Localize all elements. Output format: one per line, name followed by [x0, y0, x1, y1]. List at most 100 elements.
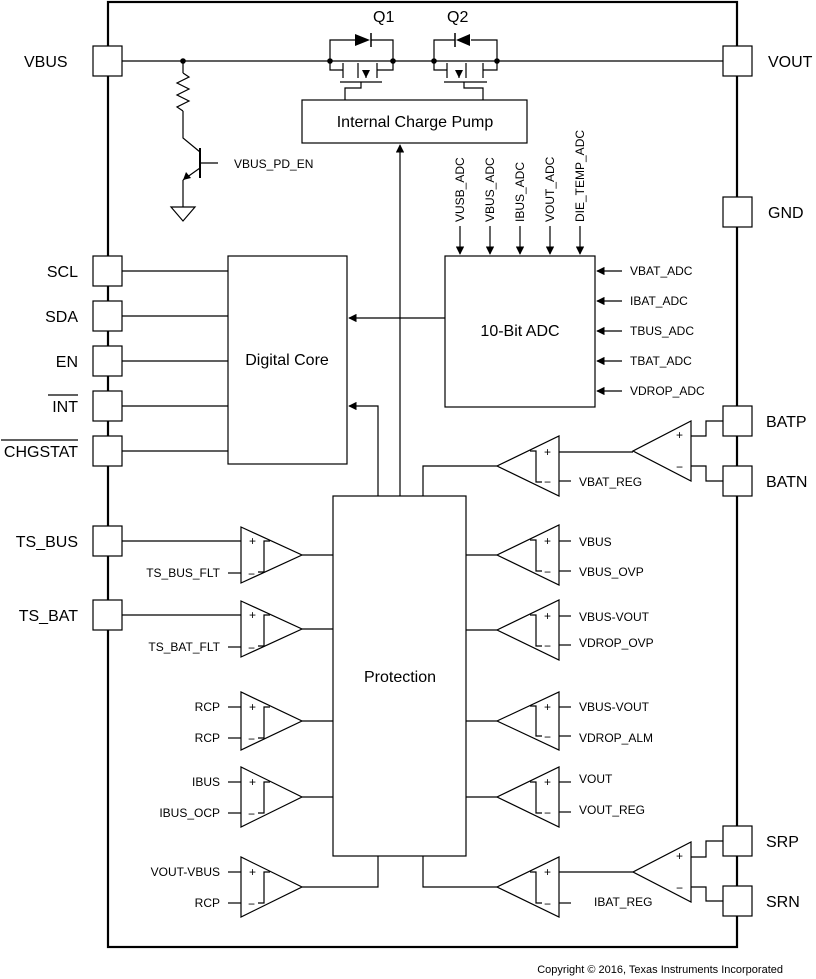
charge-pump-label: Internal Charge Pump	[337, 114, 494, 131]
pin-vbus	[92, 45, 123, 77]
comparator-ts-bus: + −	[122, 526, 333, 584]
svg-text:+: +	[676, 428, 683, 442]
svg-text:−: −	[248, 897, 255, 911]
comparator-vbat-reg: + −	[422, 435, 633, 497]
svg-text:−: −	[544, 475, 551, 489]
svg-text:+: +	[249, 700, 256, 714]
pin-label-chgstat: CHGSTAT	[4, 444, 78, 461]
vout-label: VOUT	[579, 772, 613, 786]
adc-input-ibat: IBAT_ADC	[630, 294, 688, 308]
digital-core-label: Digital Core	[245, 352, 329, 369]
comparator-vout-vbus: + −	[228, 856, 379, 918]
pin-en	[92, 345, 123, 377]
svg-text:−: −	[544, 730, 551, 744]
pin-label-int: INT	[52, 399, 78, 416]
pin-label-ts-bat: TS_BAT	[19, 608, 79, 625]
svg-text:+: +	[249, 775, 256, 789]
svg-text:+: +	[544, 534, 551, 548]
adc-input-vout: VOUT_ADC	[543, 156, 557, 222]
vout-reg-label: VOUT_REG	[579, 803, 645, 817]
adc-input-tbus: TBUS_ADC	[630, 324, 694, 338]
bat-diff-amp: + −	[631, 420, 723, 482]
pin-sda	[92, 300, 123, 332]
sr-diff-amp: + −	[631, 840, 723, 903]
q2-fet	[431, 33, 500, 100]
vbus-pd-en-label: VBUS_PD_EN	[234, 157, 313, 171]
protection-block	[332, 495, 467, 857]
pin-batp	[722, 405, 753, 437]
svg-text:+: +	[249, 865, 256, 879]
svg-text:−: −	[544, 806, 551, 820]
adc-input-vbat: VBAT_ADC	[630, 264, 693, 278]
ts-bus-flt-label: TS_BUS_FLT	[146, 566, 220, 580]
svg-text:+: +	[544, 609, 551, 623]
adc-right-inputs: VBAT_ADC IBAT_ADC TBUS_ADC TBAT_ADC VDRO…	[596, 264, 705, 398]
pin-label-srn: SRN	[766, 894, 800, 911]
svg-text:+: +	[676, 849, 683, 863]
adc-top-inputs: VUSB_ADC VBUS_ADC IBUS_ADC VOUT_ADC DIE_…	[453, 130, 587, 255]
right-comparators: + − VBAT_REG + − VBUS VBUS_OVP + − VBUS-…	[422, 435, 654, 918]
comparator-rcp: + −	[228, 691, 333, 751]
vbus-ovp-label: VBUS_OVP	[579, 565, 644, 579]
pin-label-scl: SCL	[47, 264, 78, 281]
vdrop-alm-label: VDROP_ALM	[579, 731, 653, 745]
comparator-vdrop-alm: + −	[466, 691, 571, 751]
comparator-ibat-reg: + −	[422, 856, 633, 918]
pin-label-vout: VOUT	[768, 54, 813, 71]
pin-ts-bat	[92, 599, 123, 631]
adc-input-vusb: VUSB_ADC	[453, 157, 467, 222]
pin-ts-bus	[92, 525, 123, 557]
digital-core-block	[227, 255, 348, 465]
adc-input-vbus: VBUS_ADC	[483, 157, 497, 222]
vbus-vout-label-2: VBUS-VOUT	[579, 700, 650, 714]
power-path	[122, 33, 723, 100]
vdrop-ovp-label: VDROP_OVP	[579, 636, 654, 650]
pin-label-gnd: GND	[768, 205, 804, 222]
ibat-reg-label: IBAT_REG	[594, 895, 652, 909]
pin-chgstat	[92, 435, 123, 467]
protection-label: Protection	[364, 669, 436, 686]
q1-fet	[327, 33, 396, 100]
vbus-vout-label-1: VBUS-VOUT	[579, 610, 650, 624]
q2-label: Q2	[447, 9, 468, 26]
comparator-vdrop-ovp: + −	[466, 599, 571, 661]
ibus-ocp-label: IBUS_OCP	[159, 806, 220, 820]
ts-bat-flt-label: TS_BAT_FLT	[148, 640, 220, 654]
svg-text:−: −	[544, 565, 551, 579]
svg-text:+: +	[544, 865, 551, 879]
vbus-pulldown	[169, 61, 218, 222]
copyright: Copyright © 2016, Texas Instruments Inco…	[537, 964, 783, 976]
svg-text:−: −	[248, 641, 255, 655]
svg-text:−: −	[676, 881, 683, 895]
adc-input-ibus: IBUS_ADC	[513, 162, 527, 222]
svg-text:−: −	[544, 639, 551, 653]
pin-label-batn: BATN	[766, 474, 807, 491]
vbat-reg-label: VBAT_REG	[579, 475, 642, 489]
svg-text:−: −	[248, 567, 255, 581]
pin-label-sda: SDA	[45, 309, 78, 326]
pin-batn	[722, 465, 753, 497]
adc-input-tbat: TBAT_ADC	[630, 354, 692, 368]
pin-vout	[722, 45, 753, 77]
pin-label-vbus: VBUS	[24, 54, 68, 71]
pin-label-srp: SRP	[766, 834, 799, 851]
pins	[92, 45, 753, 917]
svg-text:+: +	[544, 775, 551, 789]
adc-input-die-temp: DIE_TEMP_ADC	[573, 130, 587, 222]
svg-text:+: +	[249, 608, 256, 622]
vbus-label: VBUS	[579, 535, 612, 549]
vout-vbus-label: VOUT-VBUS	[151, 865, 220, 879]
svg-text:+: +	[544, 445, 551, 459]
left-comparators: + − TS_BUS_FLT + − TS_BAT_FLT + − RCP RC…	[122, 526, 379, 918]
rcp-plus-label: RCP	[195, 700, 220, 714]
adc-label: 10-Bit ADC	[480, 323, 559, 340]
svg-text:+: +	[544, 700, 551, 714]
comparator-ts-bat: + −	[122, 600, 333, 658]
q1-label: Q1	[373, 9, 394, 26]
pin-srp	[722, 825, 753, 857]
pin-label-batp: BATP	[766, 414, 807, 431]
comparator-vout-reg: + −	[466, 766, 571, 828]
svg-text:−: −	[248, 807, 255, 821]
svg-text:−: −	[544, 897, 551, 911]
